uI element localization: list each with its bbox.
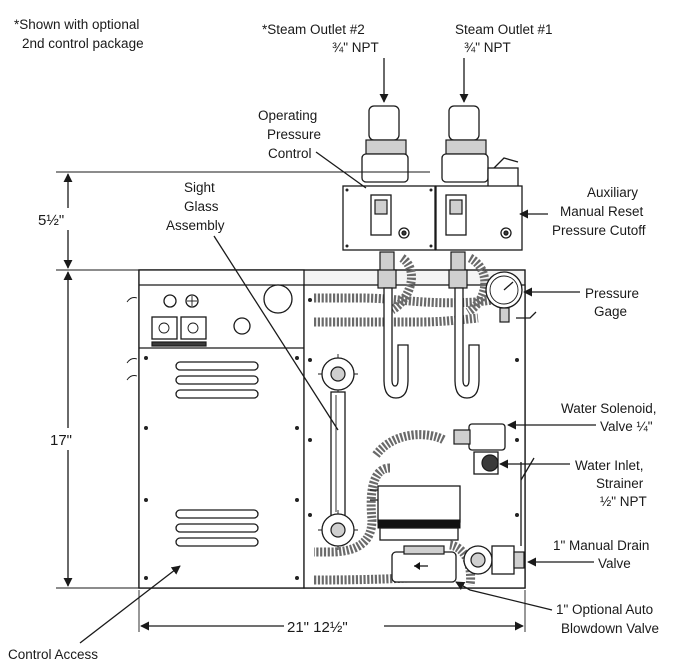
pressure-controls bbox=[342, 105, 523, 289]
svg-text:Water Solenoid,: Water Solenoid, bbox=[561, 401, 657, 416]
panel-screws bbox=[144, 298, 519, 580]
upper-vents bbox=[175, 361, 259, 399]
knockout-large-icon bbox=[263, 284, 293, 314]
svg-text:¾" NPT: ¾" NPT bbox=[464, 40, 511, 55]
svg-text:1" Manual Drain: 1" Manual Drain bbox=[553, 538, 649, 553]
svg-text:Control Access: Control Access bbox=[8, 647, 98, 662]
svg-text:*Steam Outlet #2: *Steam Outlet #2 bbox=[262, 22, 365, 37]
steam-outlet-2-valve bbox=[361, 105, 409, 183]
pressure-gage-icon bbox=[485, 271, 537, 323]
svg-text:Pressure: Pressure bbox=[267, 127, 321, 142]
svg-text:Pressure: Pressure bbox=[585, 286, 639, 301]
svg-text:Steam Outlet #1: Steam Outlet #1 bbox=[455, 22, 553, 37]
label-auxiliary-cutoff: Auxiliary Manual Reset Pressure Cutoff bbox=[519, 185, 646, 238]
steam-outlet-1-valve bbox=[441, 105, 489, 183]
svg-text:Manual Reset: Manual Reset bbox=[560, 204, 644, 219]
water-solenoid-icon bbox=[453, 423, 535, 520]
label-pressure-gage: Pressure Gage bbox=[523, 286, 639, 319]
svg-text:Glass: Glass bbox=[184, 199, 219, 214]
manual-drain-valve-icon bbox=[463, 520, 525, 575]
label-auto-blowdown: 1" Optional Auto Blowdown Valve bbox=[455, 581, 659, 636]
svg-text:½" NPT: ½" NPT bbox=[600, 494, 647, 509]
piping bbox=[313, 254, 537, 586]
svg-text:Pressure Cutoff: Pressure Cutoff bbox=[552, 223, 646, 238]
dimension-lines: 5½" 17" 21" 12½" bbox=[36, 171, 526, 636]
label-water-inlet: Water Inlet, Strainer ½" NPT bbox=[499, 458, 647, 509]
dimension-top-height: 5½" bbox=[38, 212, 64, 229]
label-steam-outlet-1: Steam Outlet #1 ¾" NPT bbox=[455, 22, 553, 103]
heater-box bbox=[370, 485, 461, 541]
knockout-small-icon bbox=[233, 317, 251, 335]
optional-package-note: *Shown with optional 2nd control package bbox=[14, 17, 144, 51]
svg-text:Control: Control bbox=[268, 146, 312, 161]
label-sight-glass-assembly: Sight Glass Assembly bbox=[166, 180, 339, 431]
dimension-width: 21" 12½" bbox=[287, 619, 348, 636]
indicator-light-icon bbox=[163, 294, 177, 308]
svg-text:Operating: Operating bbox=[258, 108, 317, 123]
sight-glass bbox=[318, 354, 358, 550]
blowdown-valve-icon bbox=[391, 545, 457, 583]
svg-text:Assembly: Assembly bbox=[166, 218, 225, 233]
svg-text:Strainer: Strainer bbox=[596, 476, 644, 491]
svg-text:Water Inlet,: Water Inlet, bbox=[575, 458, 644, 473]
switch-right-icon bbox=[180, 316, 207, 340]
switch-left-icon bbox=[151, 316, 178, 340]
label-manual-drain: 1" Manual Drain Valve bbox=[527, 538, 649, 571]
label-steam-outlet-2: *Steam Outlet #2 ¾" NPT bbox=[262, 22, 389, 103]
svg-text:Valve ¼": Valve ¼" bbox=[600, 419, 653, 434]
svg-text:Valve: Valve bbox=[598, 556, 631, 571]
svg-text:Sight: Sight bbox=[184, 180, 215, 195]
svg-text:1" Optional Auto: 1" Optional Auto bbox=[556, 602, 653, 617]
svg-text:¾" NPT: ¾" NPT bbox=[332, 40, 379, 55]
svg-text:Gage: Gage bbox=[594, 304, 627, 319]
label-water-solenoid: Water Solenoid, Valve ¼" bbox=[507, 401, 657, 434]
svg-text:Blowdown Valve: Blowdown Valve bbox=[561, 621, 659, 636]
note-line-2: 2nd control package bbox=[22, 36, 144, 51]
label-control-access: Control Access bbox=[8, 565, 181, 662]
label-operating-pressure-control: Operating Pressure Control bbox=[258, 108, 367, 189]
note-line-1: *Shown with optional bbox=[14, 17, 139, 32]
lower-vents bbox=[175, 509, 259, 547]
dimension-body-height: 17" bbox=[50, 432, 72, 449]
svg-text:Auxiliary: Auxiliary bbox=[587, 185, 638, 200]
